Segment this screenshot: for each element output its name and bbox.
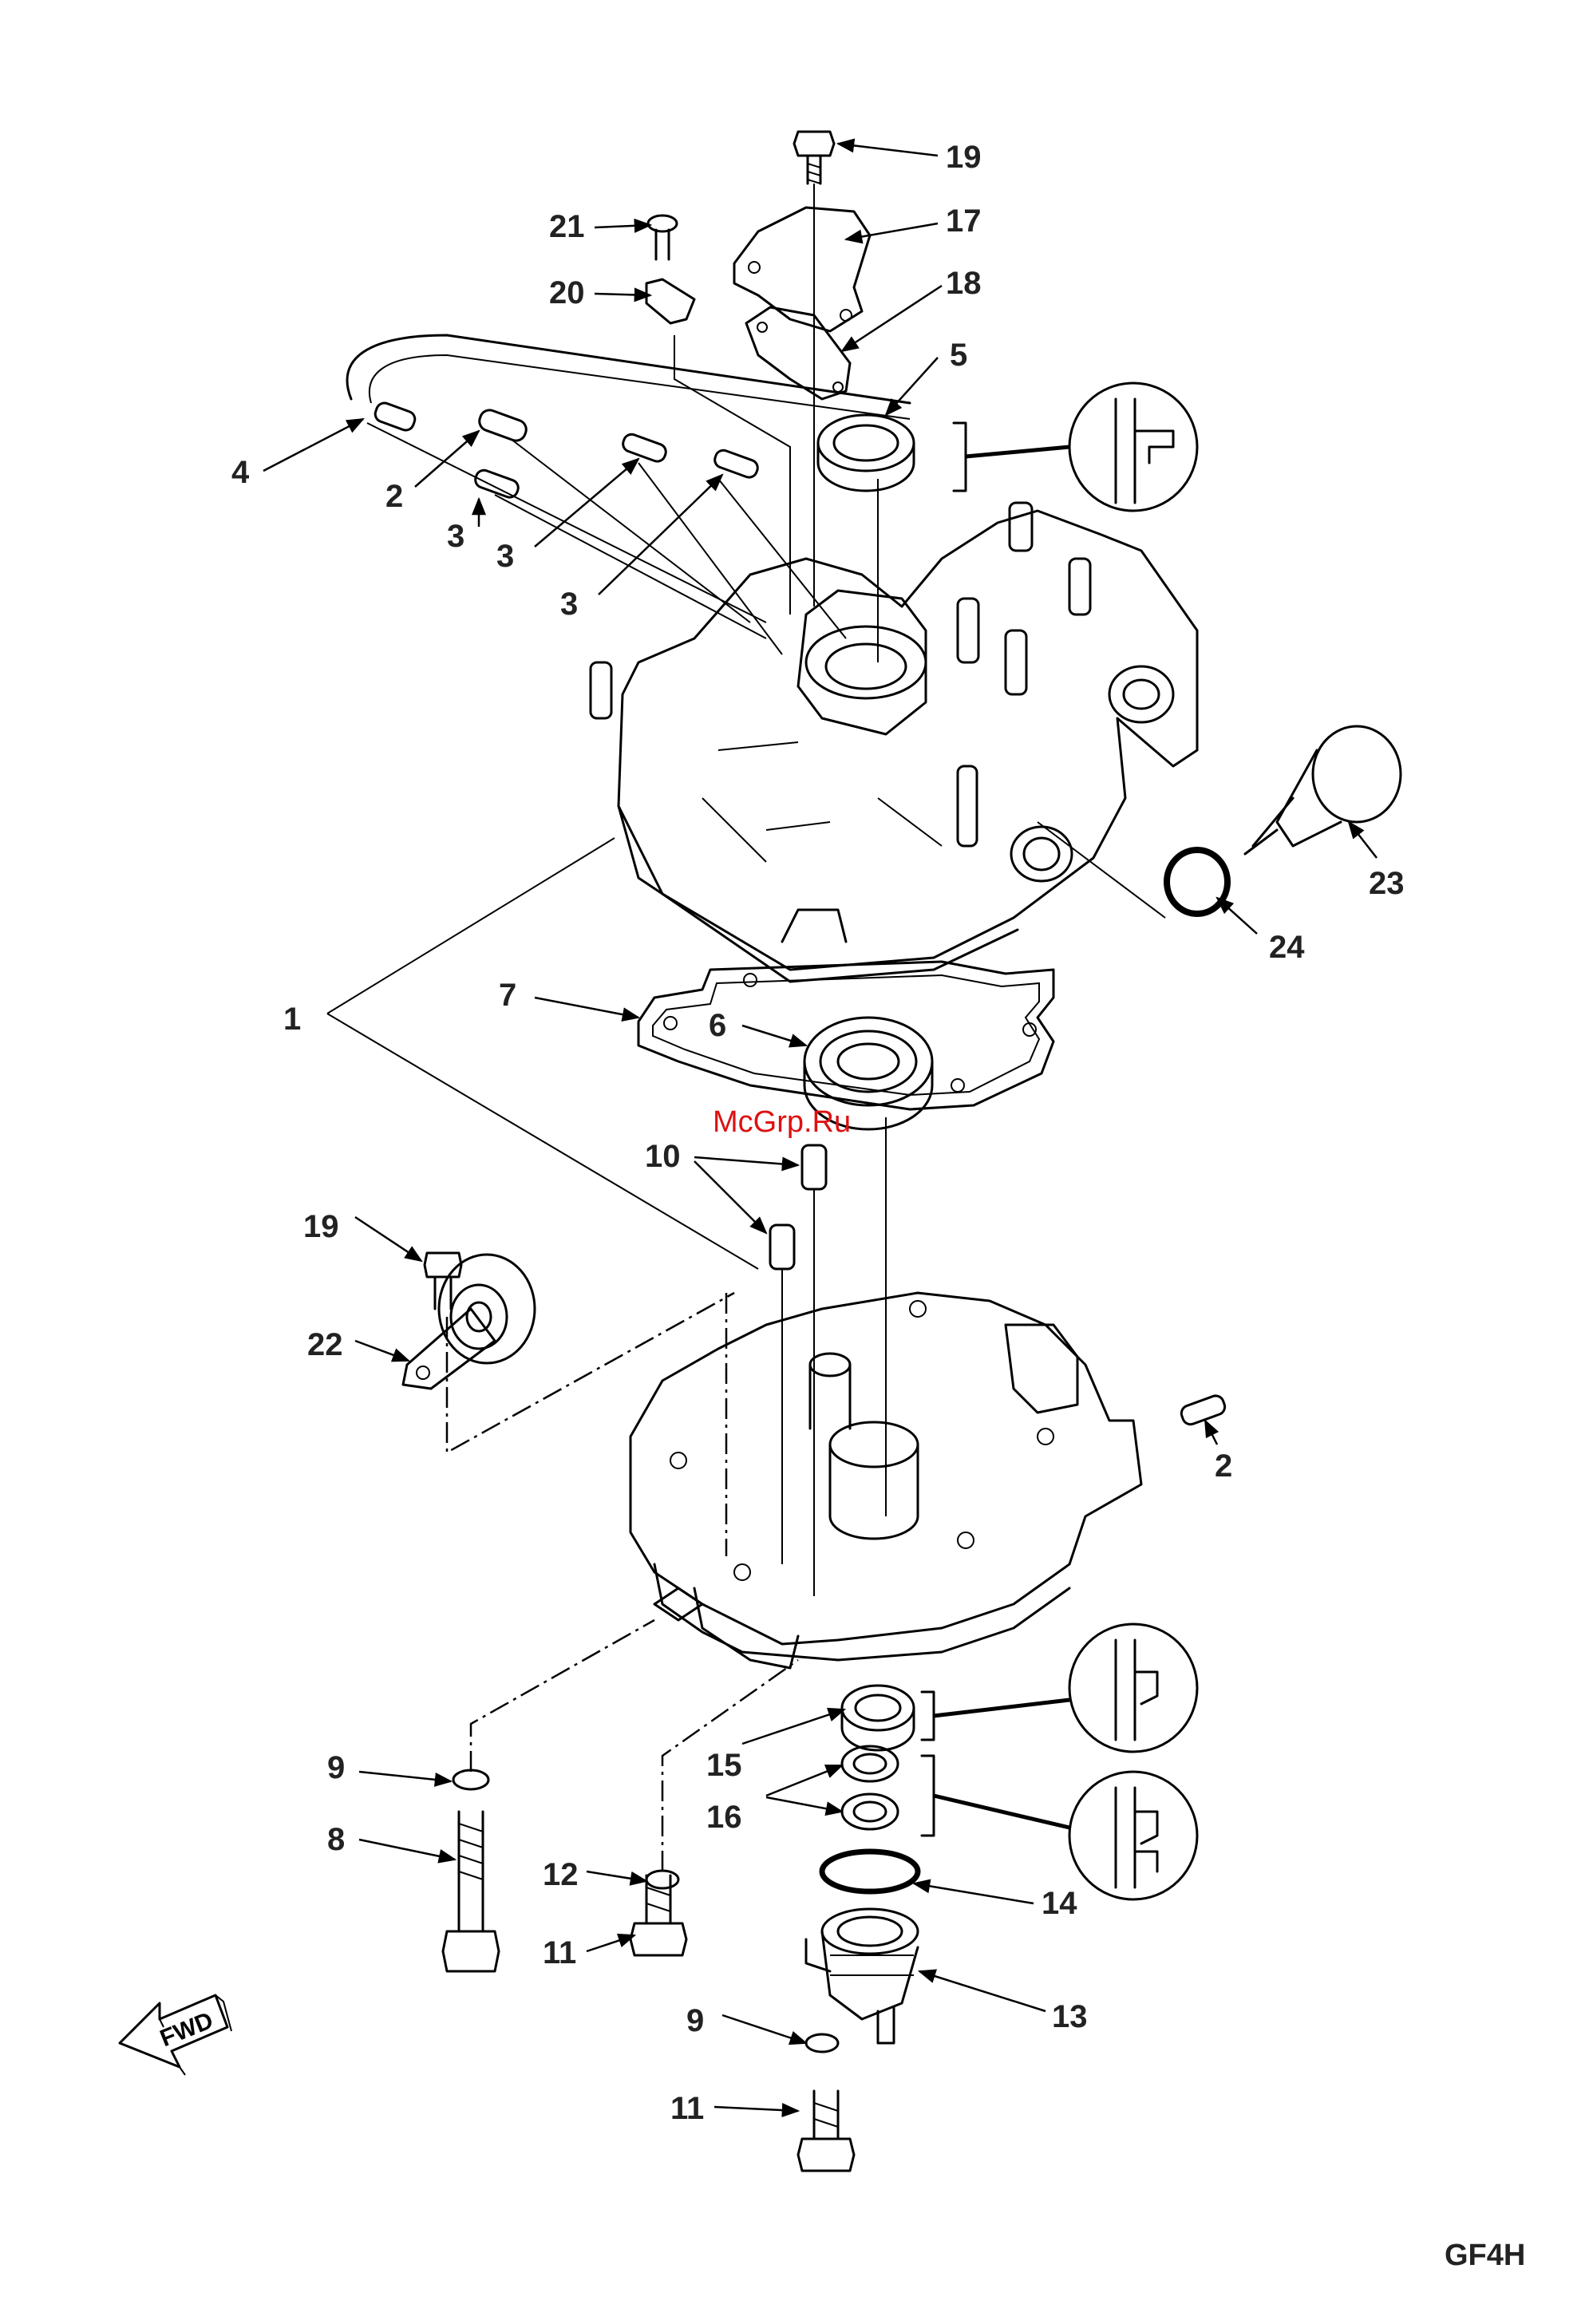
bolt-top bbox=[794, 132, 834, 184]
washer-12 bbox=[646, 1871, 678, 1888]
detail-view-seal-lower-a bbox=[922, 1624, 1197, 1752]
dowel-10a bbox=[802, 1145, 826, 1189]
callout-22: 22 bbox=[307, 1327, 343, 1362]
dowel-pin-3a bbox=[473, 468, 520, 499]
lower-bearing bbox=[842, 1686, 914, 1750]
callout-14: 14 bbox=[1042, 1886, 1077, 1921]
dowel-pin-3c bbox=[713, 448, 760, 479]
callout-8: 8 bbox=[327, 1822, 345, 1857]
callout-10: 10 bbox=[645, 1139, 681, 1174]
dowel-pin-3b bbox=[621, 432, 668, 463]
callout-11-bottom: 11 bbox=[670, 2091, 704, 2126]
callout-1: 1 bbox=[283, 1002, 301, 1037]
dowel-pin-2 bbox=[476, 408, 528, 444]
oil-seals bbox=[842, 1746, 898, 1829]
callout-2-top: 2 bbox=[385, 479, 403, 514]
callout-16: 16 bbox=[706, 1800, 742, 1835]
washer-9a bbox=[453, 1770, 488, 1789]
dowel-10b bbox=[770, 1225, 794, 1269]
forward-direction-arrow: FWD bbox=[120, 1995, 231, 2075]
o-ring-14 bbox=[822, 1852, 918, 1891]
upper-casing bbox=[591, 503, 1197, 982]
callout-12: 12 bbox=[543, 1857, 579, 1892]
callout-15: 15 bbox=[706, 1748, 742, 1783]
hose-clamp bbox=[646, 279, 694, 323]
callout-9-bottom: 9 bbox=[686, 2003, 704, 2038]
oil-seal-top bbox=[818, 415, 914, 491]
callout-21: 21 bbox=[549, 209, 585, 244]
callout-19-left: 19 bbox=[303, 1209, 339, 1244]
gear-assembly bbox=[403, 1253, 535, 1389]
hose bbox=[347, 335, 910, 403]
small-screw bbox=[648, 215, 677, 259]
o-ring-24 bbox=[1167, 850, 1227, 914]
callout-13: 13 bbox=[1052, 1999, 1088, 2034]
housing bbox=[806, 1909, 918, 2043]
short-bolt-b bbox=[798, 2091, 854, 2171]
callout-18: 18 bbox=[946, 266, 982, 301]
callout-3-b: 3 bbox=[496, 539, 514, 574]
callout-11-left: 11 bbox=[543, 1935, 576, 1970]
detail-view-seal-upper bbox=[954, 383, 1197, 511]
callout-7: 7 bbox=[499, 978, 516, 1013]
callout-19-top: 19 bbox=[946, 140, 982, 175]
callout-24: 24 bbox=[1269, 930, 1305, 965]
callout-20: 20 bbox=[549, 275, 585, 310]
callout-4: 4 bbox=[231, 455, 250, 490]
detail-view-seal-lower-b bbox=[922, 1756, 1197, 1899]
callout-6: 6 bbox=[709, 1008, 726, 1043]
washer-9b bbox=[806, 2034, 838, 2052]
callout-2-right: 2 bbox=[1215, 1449, 1232, 1484]
callout-3-a: 3 bbox=[447, 519, 464, 554]
drain-plug bbox=[1245, 726, 1401, 854]
callout-23: 23 bbox=[1369, 866, 1405, 901]
dowel-pin-2b bbox=[1180, 1393, 1227, 1426]
callout-5: 5 bbox=[950, 338, 967, 373]
callout-3-c: 3 bbox=[560, 587, 578, 622]
callout-17: 17 bbox=[946, 204, 982, 239]
diagram-code: GF4H bbox=[1445, 2239, 1525, 2272]
callout-9-left: 9 bbox=[327, 1750, 345, 1785]
long-bolt bbox=[443, 1812, 499, 1971]
watermark: McGrp.Ru bbox=[713, 1105, 851, 1139]
